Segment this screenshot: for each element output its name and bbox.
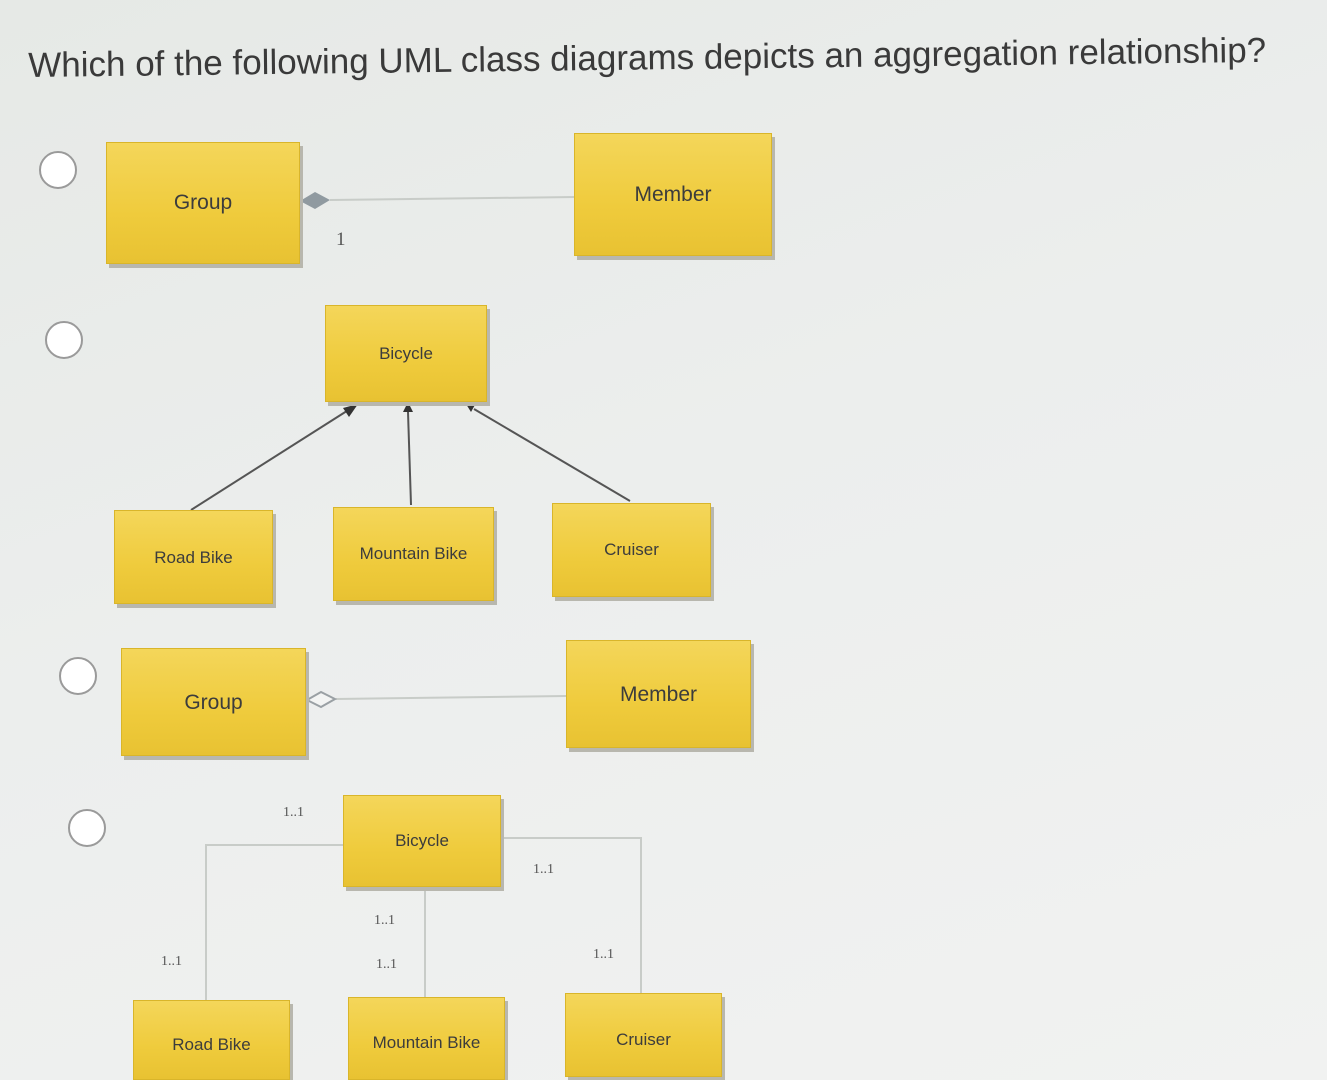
class-label: Member — [619, 683, 698, 706]
class-label: Bicycle — [395, 831, 449, 850]
option-4-multiplicity: 1..1 — [374, 913, 395, 928]
option-2-radio[interactable] — [45, 321, 83, 359]
option-1-radio[interactable] — [39, 151, 77, 189]
cruiser-generalization-line — [473, 408, 631, 502]
cruiser-association-line — [503, 837, 642, 993]
option-4-multiplicity: 1..1 — [593, 947, 614, 962]
option-1-multiplicity: 1 — [336, 229, 346, 250]
class-label: Bicycle — [379, 344, 433, 363]
option-3-association-line — [335, 695, 567, 700]
option-4-bicycle-class: Bicycle — [343, 795, 501, 887]
option-3-radio[interactable] — [59, 657, 97, 695]
filled-arrowhead-icon — [403, 402, 413, 412]
class-label: Mountain Bike — [372, 1033, 481, 1052]
option-4-radio[interactable] — [68, 809, 106, 847]
hollow-diamond-icon — [304, 690, 338, 709]
option-2-road-bike-class: Road Bike — [114, 510, 273, 604]
option-2-mountain-bike-class: Mountain Bike — [333, 507, 494, 601]
class-label: Cruiser — [616, 1030, 671, 1049]
road-bike-generalization-line — [190, 408, 351, 511]
option-3-group-class: Group — [121, 648, 306, 756]
option-4-cruiser-class: Cruiser — [565, 993, 722, 1077]
class-label: Mountain Bike — [359, 544, 468, 563]
option-4-multiplicity: 1..1 — [376, 957, 397, 972]
mountain-bike-generalization-line — [407, 411, 412, 506]
option-1-group-class: Group — [106, 142, 300, 264]
filled-diamond-icon — [300, 192, 330, 209]
class-label: Road Bike — [172, 1035, 251, 1054]
option-4-multiplicity: 1..1 — [533, 862, 554, 877]
option-4-multiplicity: 1..1 — [283, 805, 304, 820]
road-bike-association-line — [205, 844, 343, 1000]
class-label: Cruiser — [604, 540, 659, 559]
option-4-mountain-bike-class: Mountain Bike — [348, 997, 505, 1080]
filled-arrowhead-icon — [343, 404, 358, 417]
option-4-road-bike-class: Road Bike — [133, 1000, 290, 1080]
class-label: Member — [634, 183, 712, 206]
option-2-bicycle-class: Bicycle — [325, 305, 487, 402]
option-2-cruiser-class: Cruiser — [552, 503, 711, 597]
option-3-member-class: Member — [566, 640, 751, 748]
class-label: Group — [173, 191, 233, 214]
filled-arrowhead-icon — [466, 403, 476, 412]
class-label: Road Bike — [154, 548, 233, 567]
class-label: Group — [184, 691, 243, 714]
option-1-member-class: Member — [574, 133, 772, 256]
option-4-multiplicity: 1..1 — [161, 954, 182, 969]
option-1-association-line — [329, 196, 576, 201]
